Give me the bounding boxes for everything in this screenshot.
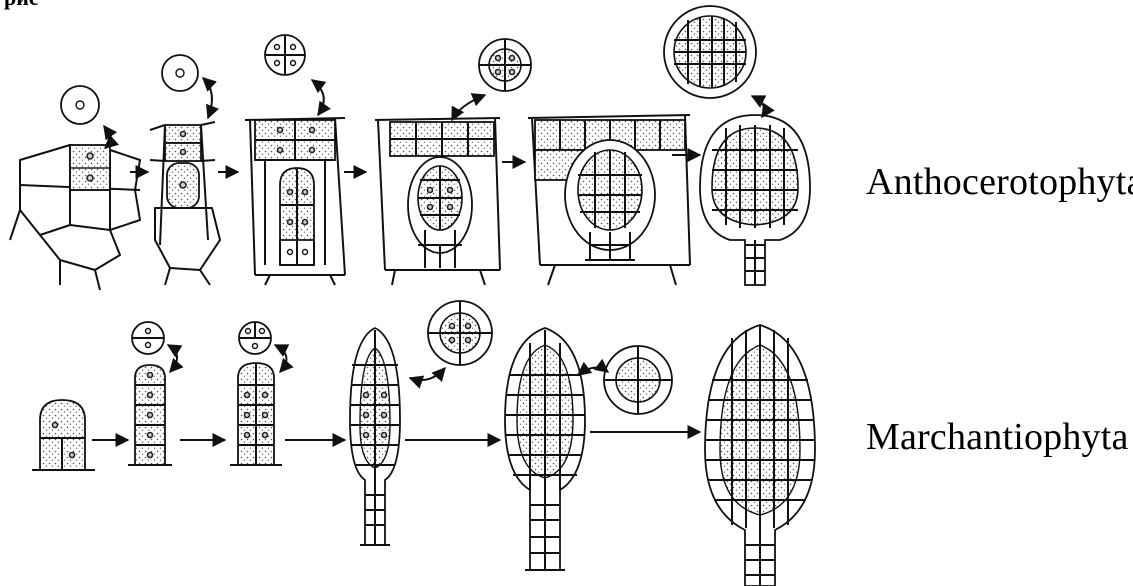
march-stage-6 [705, 325, 815, 586]
antho-stage-3 [245, 35, 345, 285]
antho-stage-2 [150, 55, 220, 285]
anthocerotophyta-row [10, 6, 810, 290]
marchantiophyta-row [32, 301, 815, 586]
march-stage-4 [350, 301, 492, 545]
anthocerotophyta-label: Anthocerotophyta [866, 160, 1133, 204]
antho-stage-1 [10, 86, 140, 290]
march-stage-5 [505, 328, 672, 570]
antho-stage-5 [528, 115, 690, 285]
marchantiophyta-label: Marchantiophyta [866, 415, 1129, 459]
march-stage-3 [230, 322, 286, 465]
march-stage-1 [32, 400, 95, 470]
march-stage-2 [128, 322, 177, 465]
